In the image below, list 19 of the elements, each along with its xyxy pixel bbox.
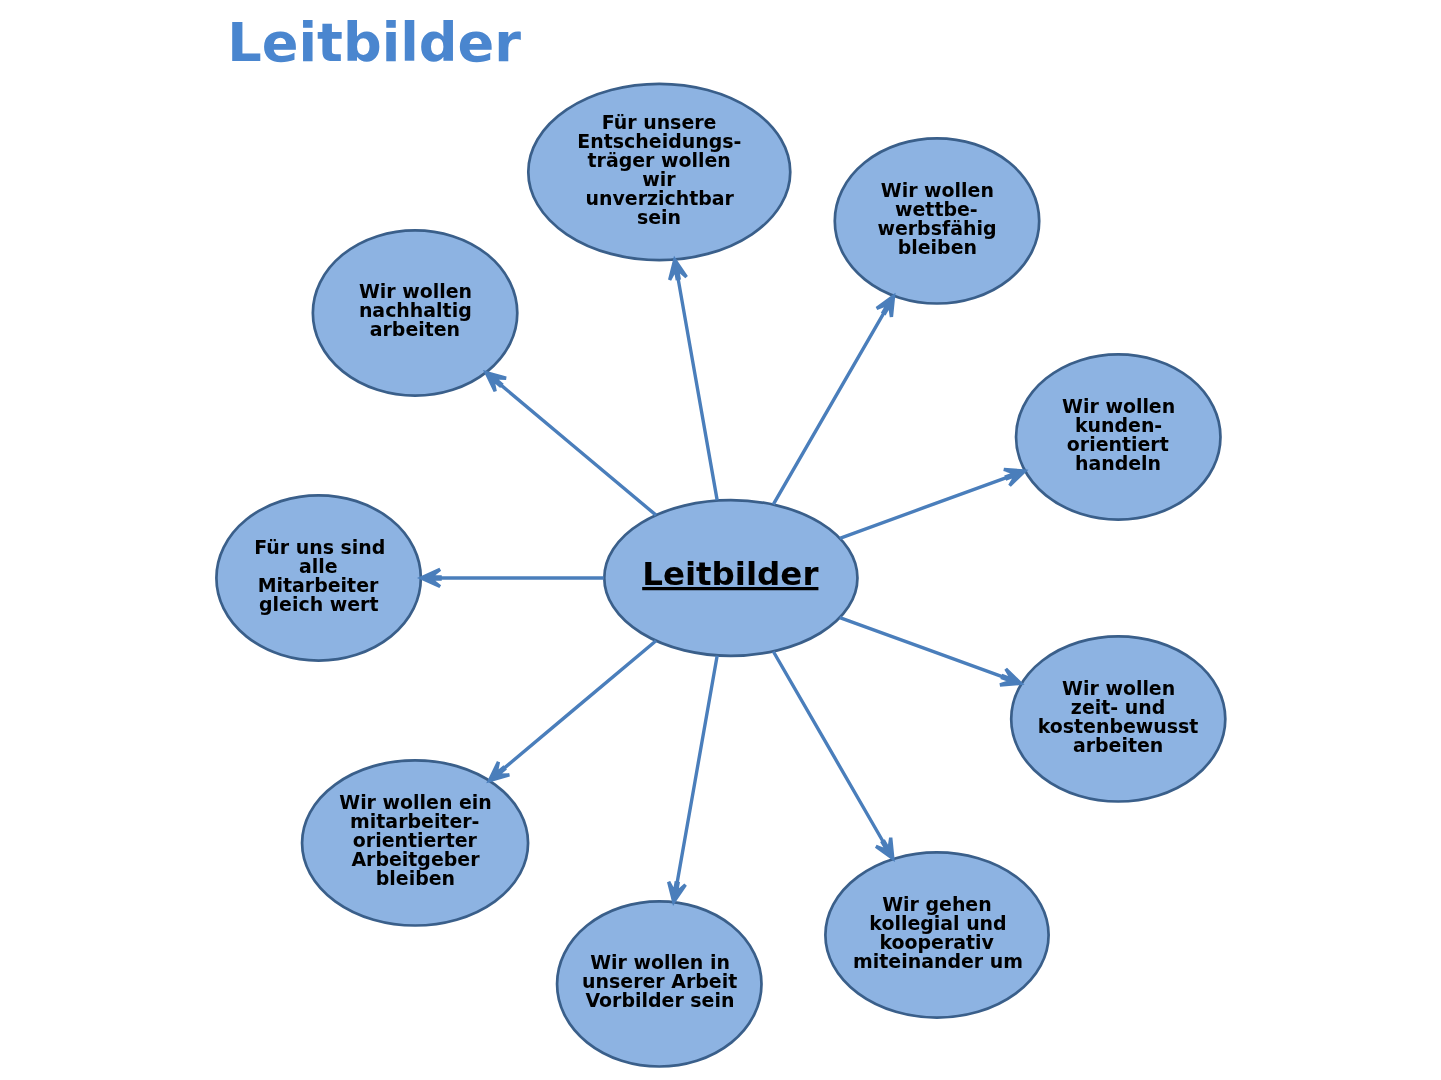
arrow: [771, 650, 894, 861]
arrow: [771, 294, 895, 506]
arrow: [666, 655, 719, 904]
node-ellipse: Für uns sind alle Mitarbeiter gleich wert: [214, 494, 422, 662]
node-ellipse: Wir gehen kollegial und kooperativ miteinander um: [823, 851, 1050, 1019]
node-ellipse: Wir wollen wettbe- werbsfähig bleiben: [832, 137, 1041, 305]
arrow: [667, 258, 719, 501]
arrow: [487, 639, 657, 783]
arrow: [838, 467, 1026, 540]
node-ellipse: Wir wollen zeit- und kostenbewusst arbeiten: [1009, 635, 1227, 803]
arrow: [838, 616, 1022, 687]
arrow: [418, 567, 604, 589]
node-ellipse: Wir wollen nachhaltig arbeiten: [311, 229, 519, 397]
arrow: [483, 370, 657, 517]
node-ellipse: Für unsere Entscheidungs- träger wollen wir unverzichtbar sein: [526, 82, 792, 262]
diagram-title: Leitbilder: [226, 10, 521, 74]
node-ellipse: Wir wollen in unserer Arbeit Vorbilder sein: [555, 900, 763, 1068]
node-ellipse: Leitbilder: [602, 498, 859, 658]
node-ellipse: Wir wollen kunden- orientiert handeln: [1014, 353, 1222, 521]
